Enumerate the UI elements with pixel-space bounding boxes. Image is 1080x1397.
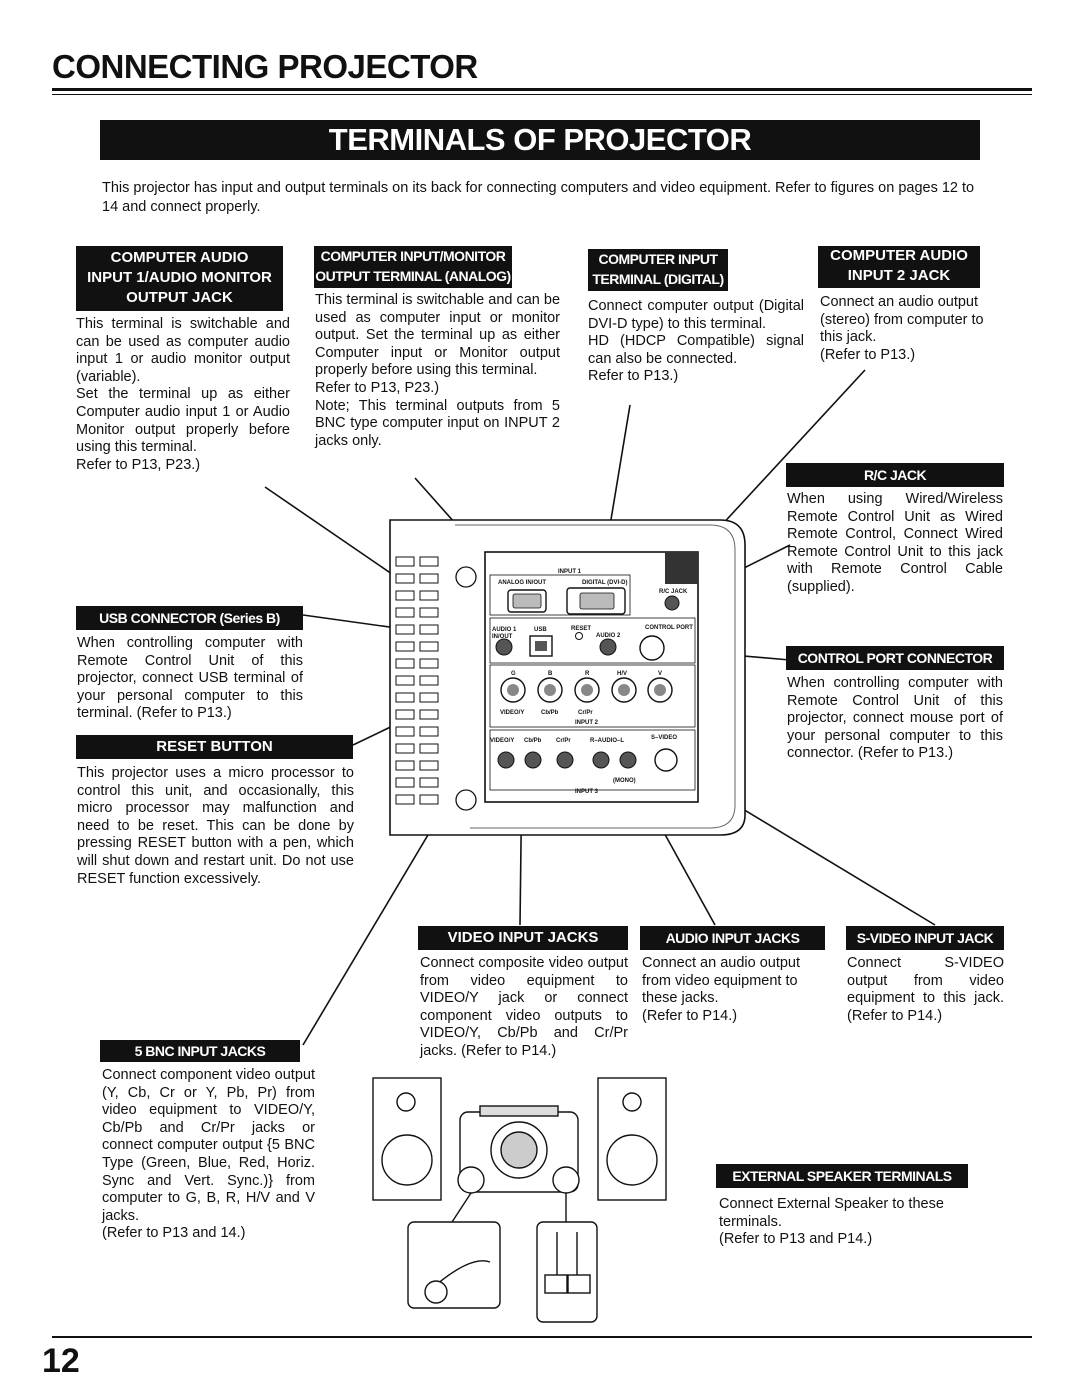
panel-label-row3-cb: Cb/Pb <box>524 738 542 744</box>
text-bnc: Connect component video output (Y, Cb, C… <box>102 1067 315 1242</box>
text-control-port: When controlling computer with Remote Co… <box>787 675 1003 762</box>
title-rule-thin <box>52 94 1032 95</box>
panel-label-digital: DIGITAL (DVI-D) <box>582 580 627 586</box>
panel-label-analog: ANALOG IN/OUT <box>498 580 546 586</box>
text-computer-input-digital: Connect computer output (Digital DVI-D t… <box>588 298 804 385</box>
footer-rule <box>52 1336 1032 1338</box>
panel-labels: INPUT 1 ANALOG IN/OUT DIGITAL (DVI-D) R/… <box>490 569 693 795</box>
text-rc-jack: When using Wired/Wireless Remote Control… <box>787 491 1003 595</box>
panel-label-hv: H/V <box>617 671 627 677</box>
heading-reset-button: RESET BUTTON <box>76 735 353 759</box>
heading-computer-audio-in2: COMPUTER AUDIO INPUT 2 JACK <box>818 246 980 288</box>
panel-label-input1: INPUT 1 <box>558 569 582 575</box>
panel-label-row3-cr: Cr/Pr <box>556 738 571 744</box>
heading-computer-input-digital: COMPUTER INPUT TERMINAL (DIGITAL) <box>588 249 728 291</box>
panel-label-reset: RESET <box>571 626 591 632</box>
text-usb: When controlling computer with Remote Co… <box>77 635 303 722</box>
text-computer-audio-in1: This terminal is switchable and can be u… <box>76 316 290 473</box>
heading-computer-audio-in1: COMPUTER AUDIO INPUT 1/AUDIO MONITOR OUT… <box>76 246 283 311</box>
panel-label-input2: INPUT 2 <box>575 720 599 726</box>
heading-bnc: 5 BNC INPUT JACKS <box>100 1040 300 1062</box>
panel-label-b: B <box>548 671 553 677</box>
heading-speaker: EXTERNAL SPEAKER TERMINALS <box>716 1164 968 1188</box>
text-video-input: Connect composite video output from vide… <box>420 955 628 1059</box>
page-title: CONNECTING PROJECTOR <box>52 48 478 85</box>
panel-label-video-y: VIDEO/Y <box>500 710 524 716</box>
section-banner: TERMINALS OF PROJECTOR <box>100 120 980 160</box>
leader-svideo <box>664 761 936 926</box>
leader-control <box>651 647 791 661</box>
page-number: 12 <box>42 1342 80 1380</box>
panel-label-usb: USB <box>534 627 547 633</box>
projector-rear-illustration <box>389 519 746 836</box>
speaker-illustration <box>372 1077 667 1323</box>
panel-label-cr: Cr/Pr <box>578 710 593 716</box>
panel-label-mono: (MONO) <box>613 778 636 784</box>
panel-label-audio1: AUDIO 1 <box>492 627 517 633</box>
heading-computer-input-analog: COMPUTER INPUT/MONITOR OUTPUT TERMINAL (… <box>314 246 512 288</box>
panel-label-cb: Cb/Pb <box>541 710 559 716</box>
leader-rc <box>671 544 791 605</box>
panel-label-row3-video: VIDEO/Y <box>490 738 514 744</box>
leader-analog <box>414 477 528 605</box>
heading-usb: USB CONNECTOR (Series B) <box>76 606 303 630</box>
text-reset-button: This projector uses a micro processor to… <box>77 765 354 887</box>
text-speaker: Connect External Speaker to these termin… <box>719 1196 944 1248</box>
text-audio-input: Connect an audio output from video equip… <box>642 955 801 1024</box>
panel-label-v: V <box>658 671 662 677</box>
panel-label-input3: INPUT 3 <box>575 789 599 795</box>
vent-slots <box>395 556 439 805</box>
panel-label-inout: IN/OUT <box>492 634 513 640</box>
text-svideo: Connect S-VIDEO output from video equipm… <box>847 955 1004 1024</box>
heading-control-port: CONTROL PORT CONNECTOR <box>786 646 1004 670</box>
panel-label-rc: R/C JACK <box>659 589 688 595</box>
panel-label-svideo: S–VIDEO <box>651 735 677 741</box>
text-computer-audio-in2: Connect an audio output (stereo) from co… <box>820 294 984 363</box>
panel-label-control: CONTROL PORT <box>645 625 693 631</box>
leader-video <box>519 761 523 926</box>
heading-rc-jack: R/C JACK <box>786 463 1004 487</box>
panel-label-r: R <box>585 671 590 677</box>
intro-text: This projector has input and output term… <box>102 180 975 215</box>
title-rule <box>52 88 1032 91</box>
panel-label-row3-audio: R–AUDIO–L <box>590 738 624 744</box>
leader-audio-in <box>624 761 716 926</box>
text-computer-input-analog: This terminal is switchable and can be u… <box>315 292 561 449</box>
leader-reset <box>352 636 579 746</box>
heading-video-input: VIDEO INPUT JACKS <box>418 926 628 950</box>
panel-label-audio2: AUDIO 2 <box>596 633 621 639</box>
heading-audio-input: AUDIO INPUT JACKS <box>640 926 825 950</box>
leader-digital <box>596 404 631 605</box>
heading-svideo: S-VIDEO INPUT JACK <box>846 926 1004 950</box>
leader-usb <box>302 614 541 649</box>
panel-label-g: G <box>511 671 516 677</box>
